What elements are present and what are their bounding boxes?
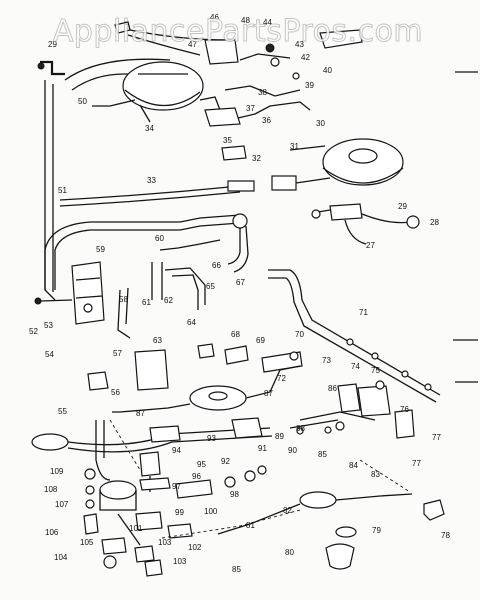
part-label-85: 85	[318, 450, 327, 459]
part-label-28: 28	[430, 218, 439, 227]
part-label-57: 57	[113, 349, 122, 358]
part-label-78: 78	[441, 531, 450, 540]
part-label-82: 82	[283, 506, 292, 515]
part-label-107: 107	[55, 500, 69, 509]
part-label-67: 67	[236, 278, 245, 287]
part-label-73: 73	[322, 356, 331, 365]
part-label-34: 34	[145, 124, 154, 133]
part-label-81: 81	[246, 521, 255, 530]
part-label-48: 48	[241, 16, 250, 25]
part-label-75: 75	[371, 366, 380, 375]
part-label-32: 32	[252, 154, 261, 163]
part-label-54: 54	[45, 350, 54, 359]
part-label-42: 42	[301, 53, 310, 62]
part-label-76: 76	[400, 405, 409, 414]
part-label-36: 36	[262, 116, 271, 125]
part-label-47: 47	[188, 40, 197, 49]
part-label-101: 101	[129, 524, 143, 533]
part-label-71: 71	[359, 308, 368, 317]
part-label-88: 88	[296, 424, 305, 433]
part-label-87b: 87	[264, 389, 273, 398]
part-label-100: 100	[204, 507, 218, 516]
part-label-74: 74	[351, 362, 360, 371]
part-label-58: 58	[119, 295, 128, 304]
part-label-68: 68	[231, 330, 240, 339]
part-label-69: 69	[256, 336, 265, 345]
part-label-86: 86	[328, 384, 337, 393]
part-label-90: 90	[288, 446, 297, 455]
part-label-29b: 29	[398, 202, 407, 211]
part-label-38: 38	[258, 88, 267, 97]
part-label-87a: 87	[136, 409, 145, 418]
part-label-55: 55	[58, 407, 67, 416]
part-label-40: 40	[323, 66, 332, 75]
part-label-72: 72	[277, 374, 286, 383]
part-label-65: 65	[206, 282, 215, 291]
part-label-46: 46	[210, 13, 219, 22]
part-label-30: 30	[316, 119, 325, 128]
part-label-83: 83	[371, 470, 380, 479]
part-label-92: 92	[221, 457, 230, 466]
part-label-84: 84	[349, 461, 358, 470]
part-label-31: 31	[290, 142, 299, 151]
part-label-85b: 85	[232, 565, 241, 574]
part-label-91: 91	[258, 444, 267, 453]
part-label-97: 97	[172, 482, 181, 491]
part-label-103b: 103	[173, 557, 187, 566]
part-label-66: 66	[212, 261, 221, 270]
part-label-44: 44	[263, 18, 272, 27]
part-label-52: 52	[29, 327, 38, 336]
part-label-102: 102	[188, 543, 202, 552]
exploded-view-artwork	[31, 21, 478, 577]
part-label-51: 51	[58, 186, 67, 195]
part-label-96: 96	[192, 472, 201, 481]
part-label-77a: 77	[432, 433, 441, 442]
part-label-89: 89	[275, 432, 284, 441]
part-label-108: 108	[44, 485, 58, 494]
part-label-63: 63	[153, 336, 162, 345]
part-label-53: 53	[44, 321, 53, 330]
part-label-105: 105	[80, 538, 94, 547]
part-label-27: 27	[366, 241, 375, 250]
part-label-95: 95	[197, 460, 206, 469]
part-label-37: 37	[246, 104, 255, 113]
part-label-106: 106	[45, 528, 59, 537]
part-label-43: 43	[295, 40, 304, 49]
part-label-56: 56	[111, 388, 120, 397]
part-label-62: 62	[164, 296, 173, 305]
part-label-93: 93	[207, 434, 216, 443]
part-label-50: 50	[78, 97, 87, 106]
part-label-61: 61	[142, 298, 151, 307]
part-label-35: 35	[223, 136, 232, 145]
part-label-103a: 103	[158, 538, 172, 547]
part-label-64: 64	[187, 318, 196, 327]
part-label-104: 104	[54, 553, 68, 562]
part-label-94: 94	[172, 446, 181, 455]
part-label-79: 79	[372, 526, 381, 535]
part-label-60: 60	[155, 234, 164, 243]
part-label-29a: 29	[48, 40, 57, 49]
part-label-39: 39	[305, 81, 314, 90]
part-label-77b: 77	[412, 459, 421, 468]
part-label-33: 33	[147, 176, 156, 185]
part-label-109: 109	[50, 467, 64, 476]
part-label-70: 70	[295, 330, 304, 339]
part-label-59: 59	[96, 245, 105, 254]
part-label-98: 98	[230, 490, 239, 499]
part-label-99: 99	[175, 508, 184, 517]
part-label-80: 80	[285, 548, 294, 557]
